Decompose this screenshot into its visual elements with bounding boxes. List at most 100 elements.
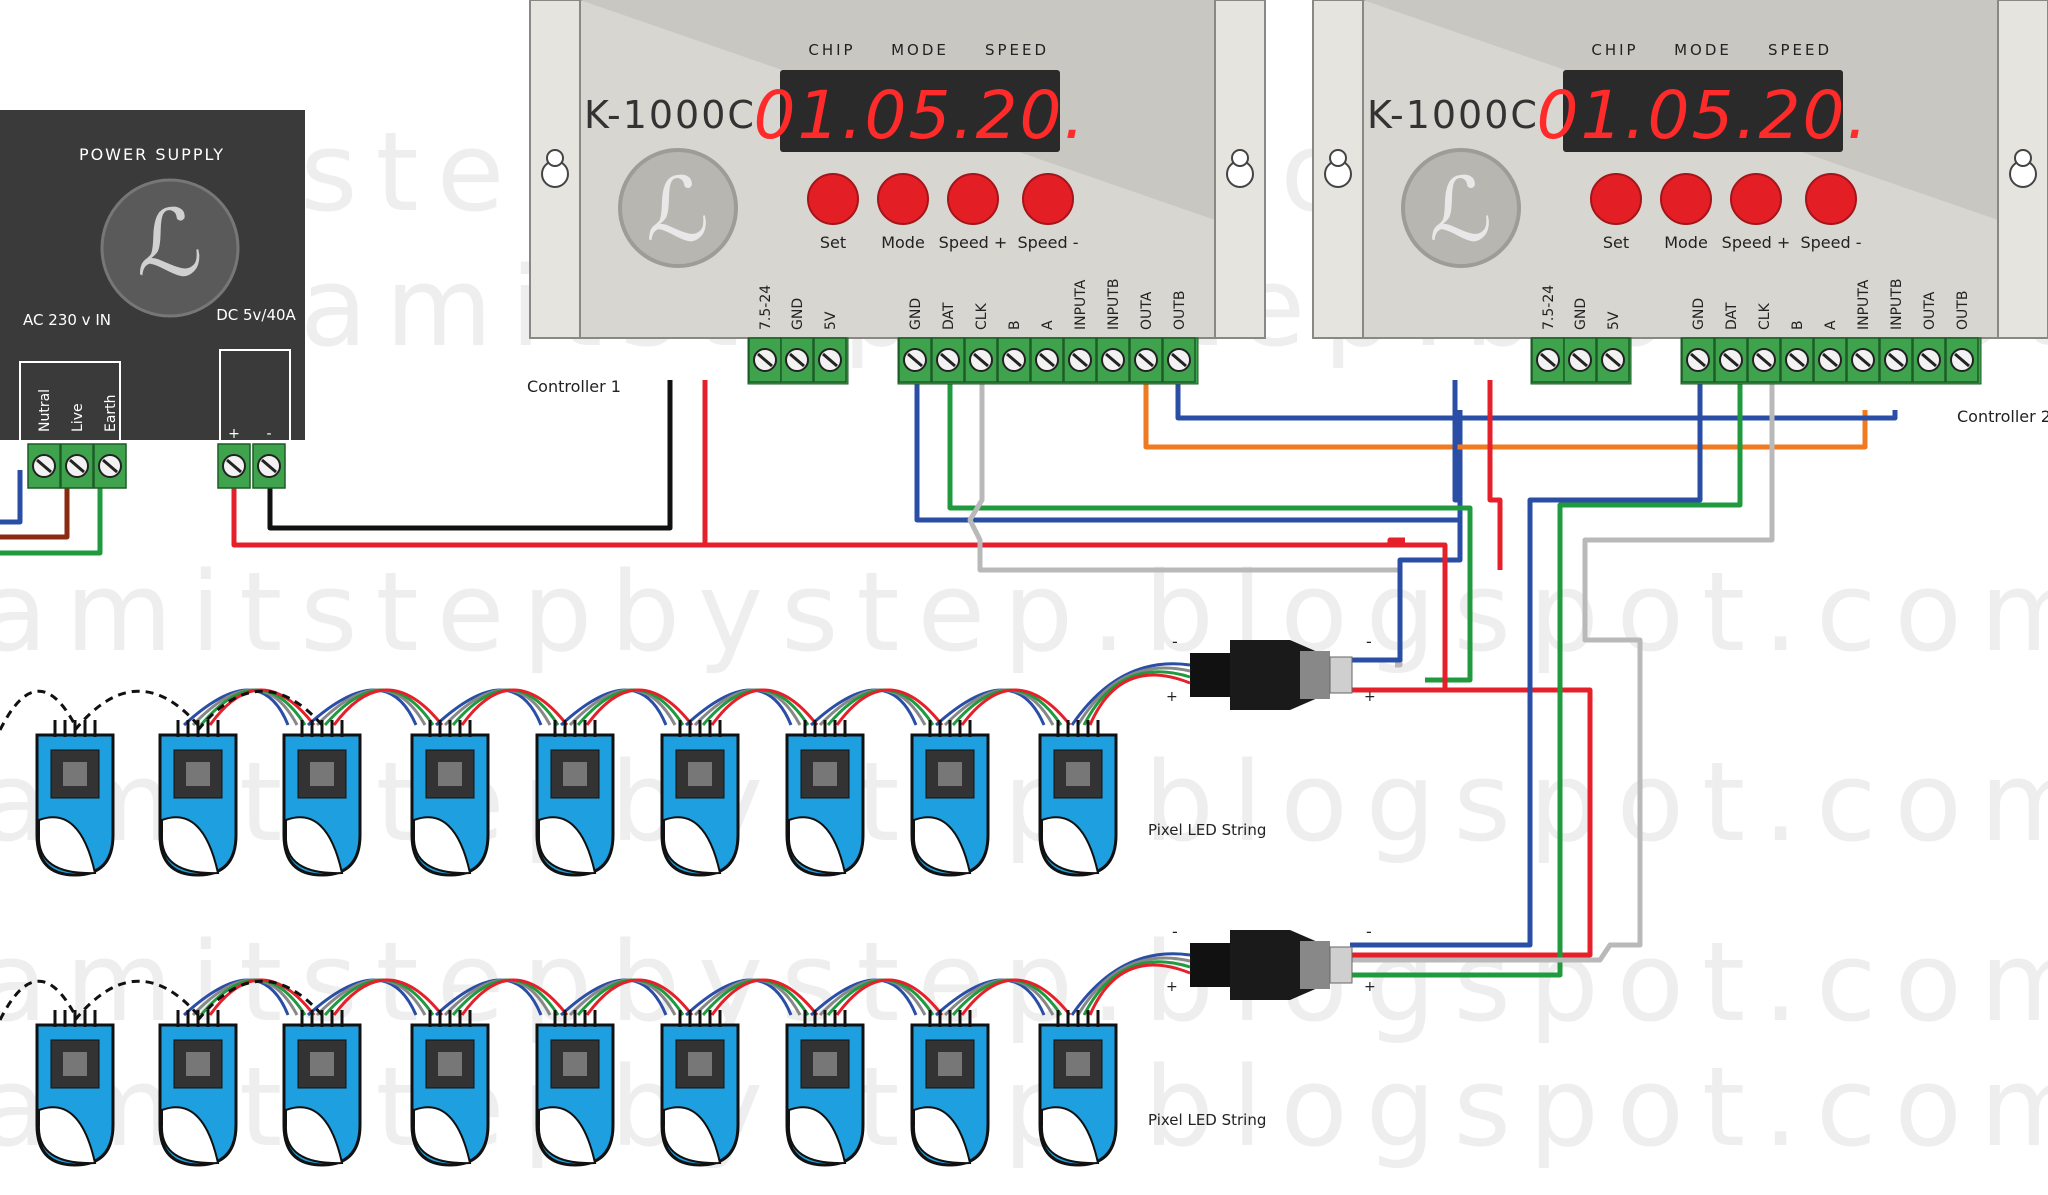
controller-caption: Controller 1 (527, 377, 621, 396)
signal-pin-screw[interactable] (897, 336, 933, 384)
signal-pin-screw[interactable] (1812, 336, 1848, 384)
signal-pin-screw[interactable] (1845, 336, 1881, 384)
signal-pin-label: OUTB (1172, 291, 1188, 330)
led-chip-core (63, 1052, 87, 1076)
psu-dc-terminal[interactable] (251, 442, 287, 490)
led-lens (37, 1106, 97, 1165)
signal-pin-label: A (1823, 320, 1839, 330)
power-pin-screw[interactable] (1530, 336, 1566, 384)
power-pin-label: 7.5-24 (1541, 285, 1557, 330)
led-chip-core (310, 762, 334, 786)
control-button[interactable] (1730, 173, 1782, 225)
signal-pin-screw[interactable] (963, 336, 999, 384)
led-chain-wire (835, 688, 944, 726)
wire-c2-clk-string2 (1350, 380, 1775, 963)
power-pin-screw[interactable] (1562, 336, 1598, 384)
wire-gnd-c1 (914, 380, 1463, 523)
power-pin-screw[interactable] (779, 336, 815, 384)
led-chip-core (186, 762, 210, 786)
signal-pin-label: GND (1691, 298, 1707, 330)
signal-pin-screw[interactable] (1680, 336, 1716, 384)
control-button[interactable] (1022, 173, 1074, 225)
pixel-led (158, 720, 238, 877)
button-label: Set (1603, 233, 1629, 252)
display-header: MODE (1674, 41, 1732, 59)
led-chip-core (938, 1052, 962, 1076)
led-string-1: Pixel LED String (0, 662, 1266, 877)
led-lens (662, 1106, 722, 1165)
controller-model: K-1000C (584, 93, 756, 137)
signal-pin-screw[interactable] (930, 336, 966, 384)
pixel-led (35, 1010, 115, 1167)
psu-ac-terminal[interactable] (92, 442, 128, 490)
control-button[interactable] (1590, 173, 1642, 225)
signal-pin-screw[interactable] (1095, 336, 1131, 384)
signal-pin-screw[interactable] (1161, 336, 1197, 384)
signal-pin-screw[interactable] (996, 336, 1032, 384)
connector-plus-label: + (1166, 689, 1178, 705)
led-chip (50, 749, 100, 799)
led-lead-wire (1082, 960, 1191, 1016)
signal-pin-screw[interactable] (1911, 336, 1947, 384)
pixel-led (910, 1010, 990, 1167)
power-pin-screw[interactable] (812, 336, 848, 384)
led-lens (412, 816, 472, 875)
power-pin-label: 7.5-24 (758, 285, 774, 330)
psu-logo-glyph: ℒ (137, 190, 203, 297)
psu-title: POWER SUPPLY (79, 145, 225, 164)
pixel-led (410, 1010, 490, 1167)
signal-pin-label: INPUTA (1856, 279, 1872, 330)
led-lens (912, 1106, 972, 1165)
led-chip-core (688, 1052, 712, 1076)
signal-pin-screw[interactable] (1878, 336, 1914, 384)
signal-pin-screw[interactable] (1062, 336, 1098, 384)
wires (0, 380, 1898, 978)
pixel-led (410, 720, 490, 877)
control-button[interactable] (1805, 173, 1857, 225)
led-chain-wire (835, 978, 944, 1016)
signal-pin-label: B (1790, 320, 1806, 330)
signal-pin-screw[interactable] (1779, 336, 1815, 384)
signal-pin-screw[interactable] (1944, 336, 1980, 384)
connector-plus-label-right: + (1364, 689, 1376, 705)
psu-ac-terminal-label: Earth (103, 394, 119, 432)
psu-dc-terminal[interactable] (216, 442, 252, 490)
pixel-led (785, 720, 865, 877)
psu-dc-bracket (219, 349, 291, 450)
wire-ac-live (0, 470, 70, 540)
led-lens (537, 1106, 597, 1165)
psu-ac-terminal-label: Live (70, 403, 86, 432)
display-header: SPEED (1768, 41, 1832, 59)
led-chain-wire (710, 978, 819, 1016)
power-pin-screw[interactable] (747, 336, 783, 384)
controller-model: K-1000C (1367, 93, 1539, 137)
psu-ac-terminal[interactable] (26, 442, 62, 490)
signal-pin-screw[interactable] (1713, 336, 1749, 384)
psu-ac-terminal[interactable] (59, 442, 95, 490)
led-chain-wire (826, 688, 935, 726)
led-chain-wire (323, 688, 435, 726)
connector-body-left (1190, 653, 1230, 697)
led-chip-core (438, 1052, 462, 1076)
psu-dc-terminal-label: - (266, 426, 271, 442)
led-lens (284, 816, 344, 875)
control-button[interactable] (947, 173, 999, 225)
signal-pin-screw[interactable] (1746, 336, 1782, 384)
led-chain-wire (332, 978, 444, 1016)
control-button[interactable] (1660, 173, 1712, 225)
signal-pin-label: OUTB (1955, 291, 1971, 330)
signal-pin-label: A (1040, 320, 1056, 330)
signal-pin-screw[interactable] (1029, 336, 1065, 384)
led-chain-wire (710, 688, 819, 726)
signal-pin-label: INPUTB (1889, 279, 1905, 330)
control-button[interactable] (807, 173, 859, 225)
signal-pin-screw[interactable] (1128, 336, 1164, 384)
power-pin-screw[interactable] (1595, 336, 1631, 384)
power-pin-label: 5V (1606, 311, 1622, 330)
led-chip-core (1066, 762, 1090, 786)
led-lens (1040, 816, 1100, 875)
led-chip-core (563, 762, 587, 786)
led-lead-wire (1076, 956, 1191, 1016)
control-button[interactable] (877, 173, 929, 225)
controller-logo-glyph: ℒ (646, 158, 709, 261)
